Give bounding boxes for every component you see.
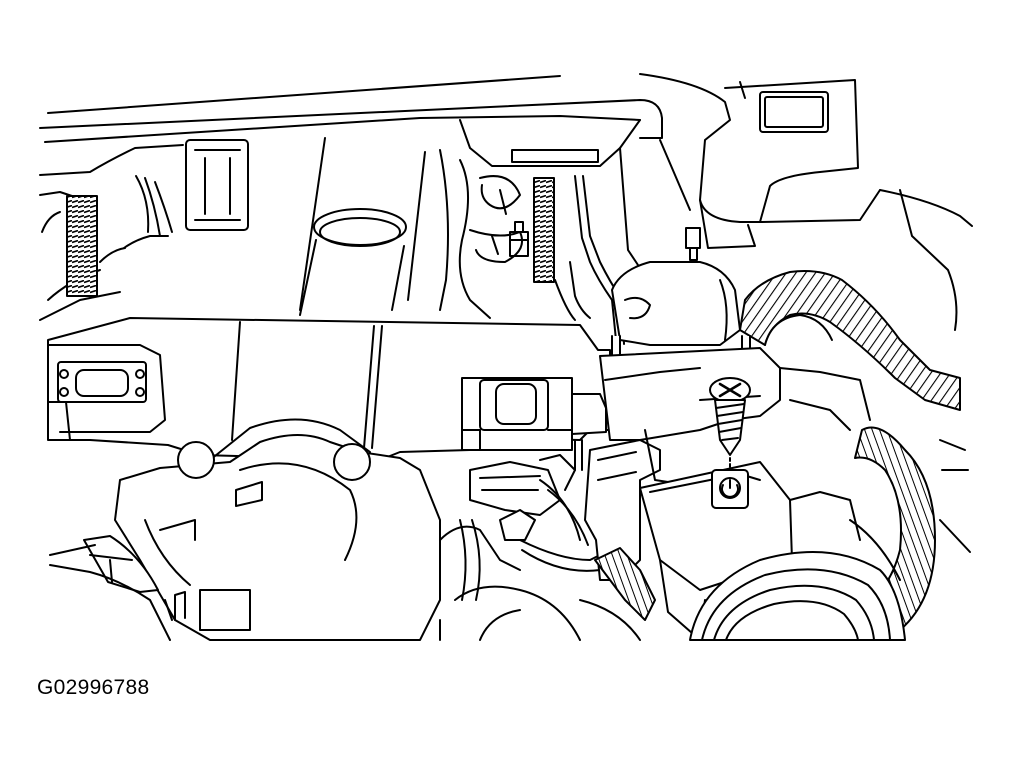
- center-left-nut: [510, 222, 528, 256]
- steering-column-shaft: [300, 138, 522, 318]
- lower-left-hose: [595, 548, 655, 620]
- dashboard-upper-panel: [40, 74, 972, 330]
- lower-bracket: [585, 440, 660, 580]
- key-cylinder-bezel: [690, 552, 905, 640]
- right-small-bolt: [686, 228, 700, 260]
- figure-id-label: G02996788: [37, 676, 150, 699]
- lower-harness-strands: [440, 480, 640, 640]
- upper-right-hose: [740, 271, 960, 410]
- right-side-structure: [780, 368, 970, 580]
- left-threaded-stud: [67, 196, 97, 296]
- lower-column-shroud: [50, 419, 440, 640]
- center-threaded-stud: [534, 178, 554, 282]
- wiring-harness: [555, 176, 624, 344]
- column-connector: [462, 378, 606, 450]
- harness-connectors: [440, 440, 600, 640]
- phillips-screw: [710, 378, 750, 455]
- key-lock-housing: [640, 462, 860, 640]
